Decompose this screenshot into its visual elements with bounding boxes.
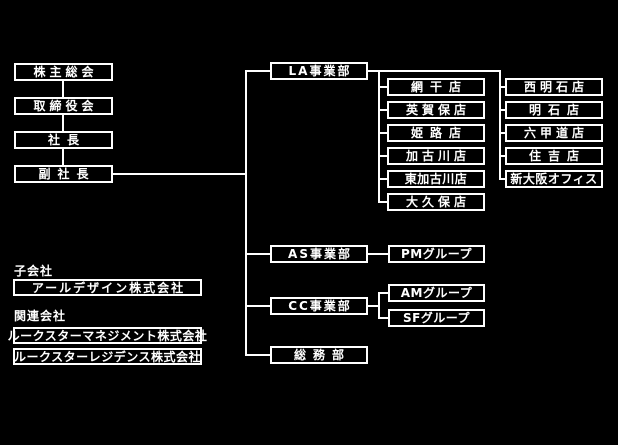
connector-line (499, 155, 505, 157)
connector-line (368, 253, 388, 255)
node-shareholders-meeting: 株主総会 (14, 63, 113, 81)
node-store-himeji: 姫路店 (387, 124, 485, 142)
node-store-nishiakashi: 西明石店 (505, 78, 603, 96)
node-vice-president: 副社長 (14, 165, 113, 183)
connector-line (62, 149, 64, 165)
connector-line (245, 354, 270, 356)
node-store-akashi: 明石店 (505, 101, 603, 119)
connector-line (245, 253, 270, 255)
connector-line (378, 178, 387, 180)
connector-line (499, 132, 505, 134)
node-office-shinosaka: 新大阪オフィス (505, 170, 603, 188)
connector-line (378, 132, 387, 134)
subsidiary-section-label: 子会社 (14, 264, 54, 278)
node-store-aboshi: 網干店 (387, 78, 485, 96)
connector-line (245, 70, 247, 356)
node-am-group: AMグループ (388, 284, 485, 302)
node-store-sumiyoshi: 住吉店 (505, 147, 603, 165)
node-store-okubo: 大久保店 (387, 193, 485, 211)
connector-line (62, 115, 64, 131)
connector-line (62, 81, 64, 97)
node-general-affairs: 総務部 (270, 346, 368, 364)
node-pm-group: PMグループ (388, 245, 485, 263)
node-division-cc: CC事業部 (270, 297, 368, 315)
node-board-of-directors: 取締役会 (14, 97, 113, 115)
connector-line (378, 292, 380, 319)
connector-line (378, 201, 387, 203)
connector-line (368, 305, 380, 307)
connector-line (378, 109, 387, 111)
node-affiliate-company-2: ルークスターレジデンス株式会社 (13, 348, 202, 365)
connector-line (245, 305, 270, 307)
node-president: 社長 (14, 131, 113, 149)
node-sf-group: SFグループ (388, 309, 485, 327)
connector-line (378, 70, 380, 203)
connector-line (113, 173, 247, 175)
node-store-rokkomichi: 六甲道店 (505, 124, 603, 142)
connector-line (499, 178, 505, 180)
connector-line (378, 86, 387, 88)
node-division-la: LA事業部 (270, 62, 368, 80)
connector-line (245, 70, 270, 72)
connector-line (499, 109, 505, 111)
node-affiliate-company-1: ルークスターマネジメント株式会社 (7, 327, 208, 344)
node-store-agaho: 英賀保店 (387, 101, 485, 119)
connector-line (499, 70, 501, 180)
node-store-kakogawa: 加古川店 (387, 147, 485, 165)
connector-line (499, 86, 505, 88)
node-division-as: AS事業部 (270, 245, 368, 263)
connector-line (378, 155, 387, 157)
affiliates-section-label: 関連会社 (14, 309, 67, 323)
node-subsidiary-company: アールデザイン株式会社 (13, 279, 202, 296)
node-store-higashikakogawa: 東加古川店 (387, 170, 485, 188)
connector-line (378, 317, 388, 319)
connector-line (368, 70, 501, 72)
connector-line (378, 292, 388, 294)
